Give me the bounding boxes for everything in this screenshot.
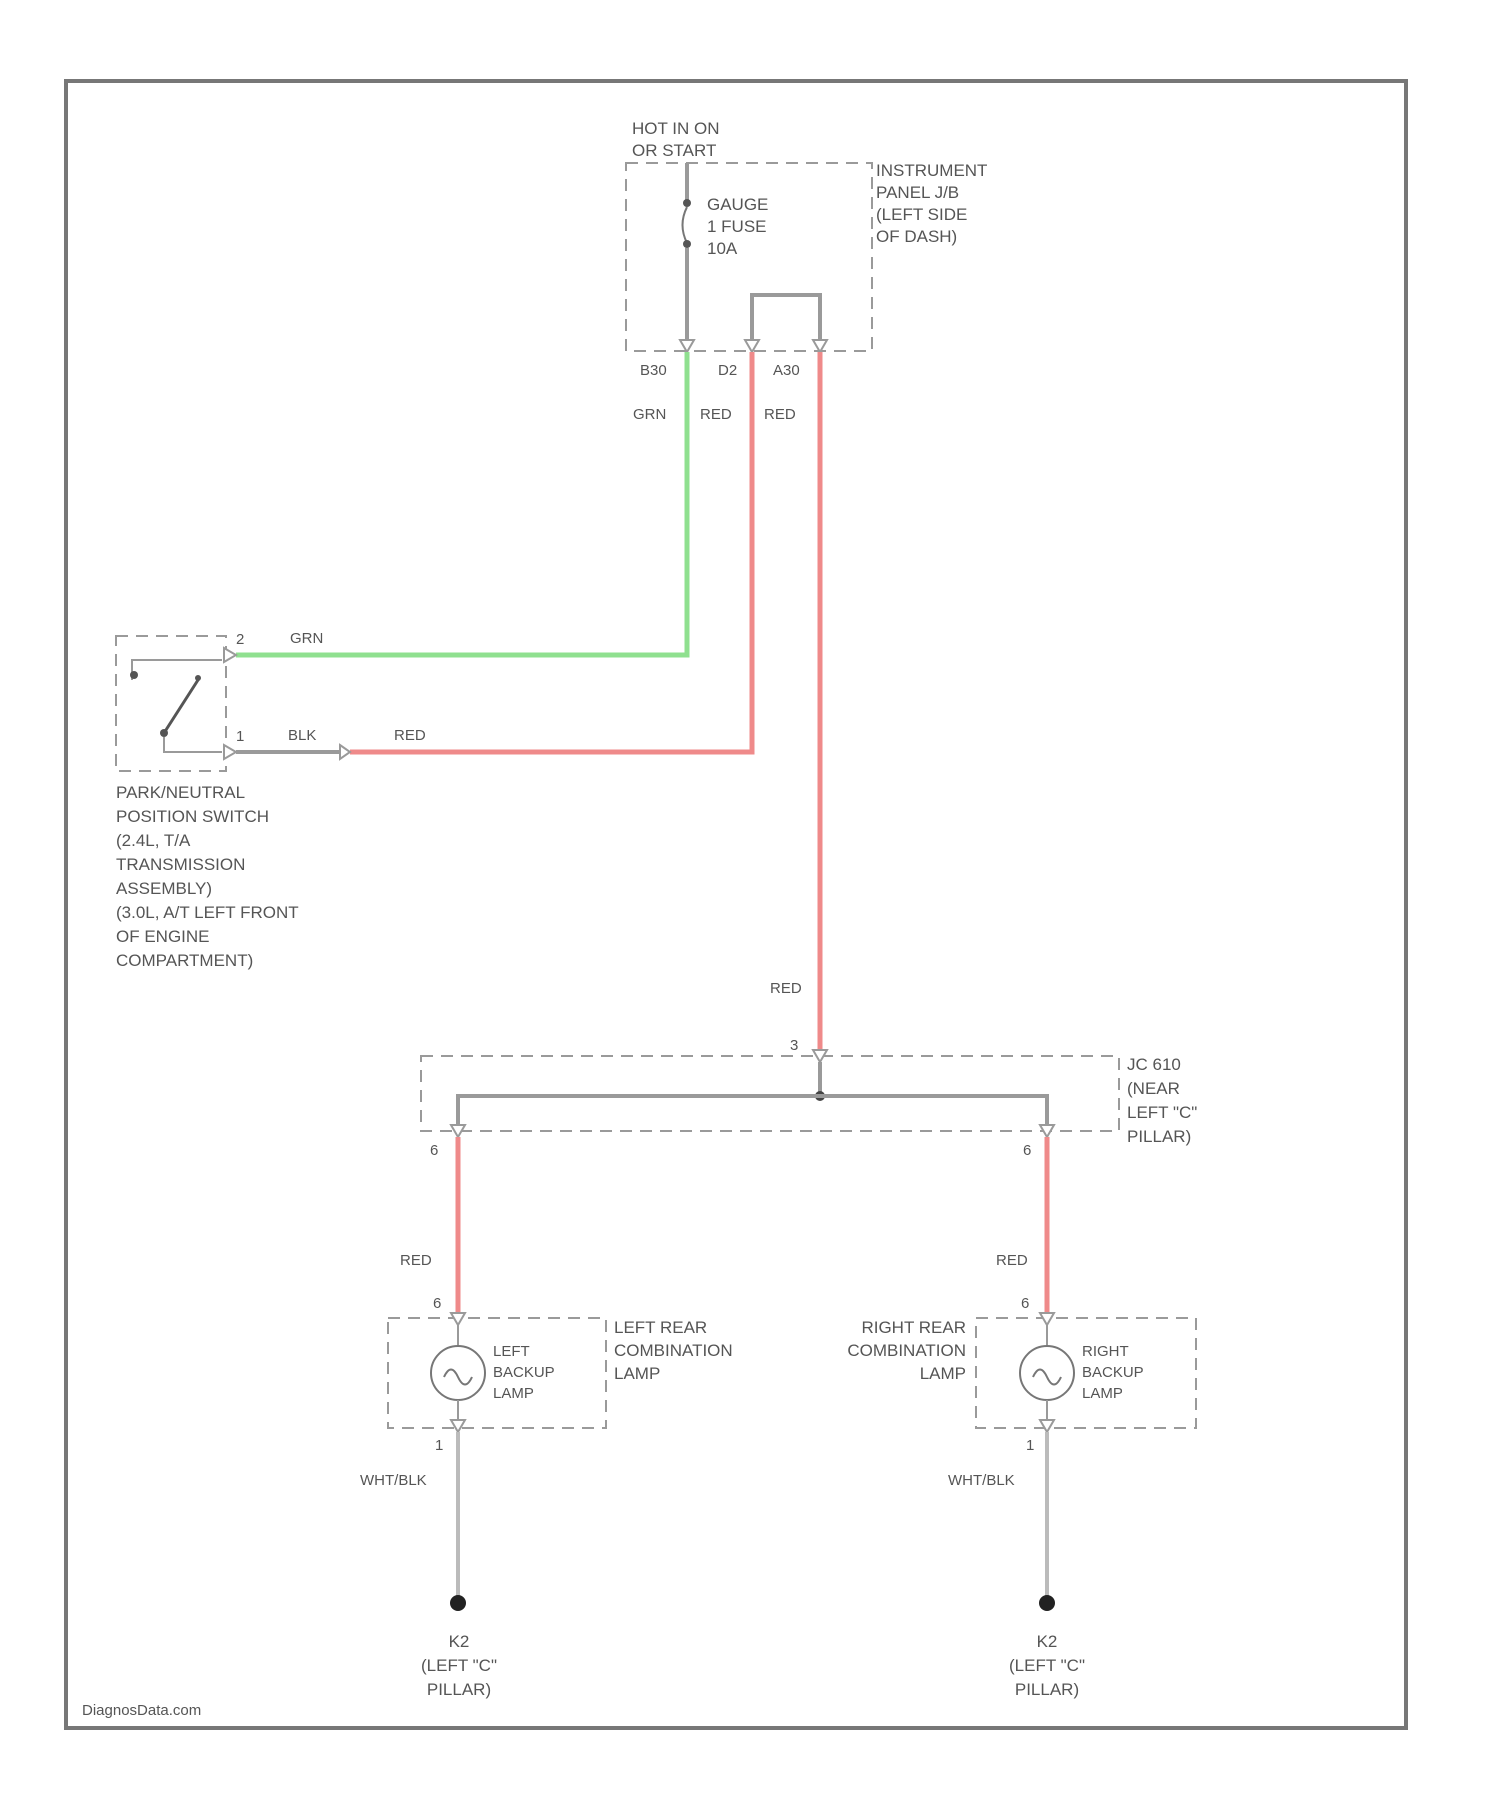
switch-label-line1: PARK/NEUTRAL <box>116 783 245 802</box>
junction-pin-right-label: 6 <box>1023 1142 1031 1159</box>
terminal-d2: D2 <box>718 362 737 379</box>
right-bulb-label-line3: LAMP <box>1082 1385 1123 1402</box>
left-assembly-label-line3: LAMP <box>614 1364 660 1383</box>
left-bulb-label-line2: BACKUP <box>493 1364 555 1381</box>
watermark: DiagnosData.com <box>82 1702 201 1719</box>
switch-pivot <box>160 729 168 737</box>
wire-label-red-down: RED <box>770 980 802 997</box>
switch-contact-fixed <box>130 671 138 679</box>
switch-label-line4: TRANSMISSION <box>116 855 245 874</box>
ground-right-icon <box>1039 1595 1055 1611</box>
ground-left-label-line1: K2 <box>449 1632 470 1651</box>
right-assembly-label-line2: COMBINATION <box>847 1341 966 1360</box>
left-assembly-label-line1: LEFT REAR <box>614 1318 707 1337</box>
switch-connector-pin1 <box>224 745 236 759</box>
junction-label-line4: PILLAR) <box>1127 1127 1191 1146</box>
junction-label-line3: LEFT "C" <box>1127 1103 1197 1122</box>
ground-right-label-line3: PILLAR) <box>1015 1680 1079 1699</box>
left-bulb-label-line1: LEFT <box>493 1343 530 1360</box>
ground-left-label-line3: PILLAR) <box>427 1680 491 1699</box>
switch-internal-top <box>132 660 222 680</box>
fuse-label-line3: 10A <box>707 239 738 258</box>
right-assembly-label-line1: RIGHT REAR <box>861 1318 966 1337</box>
left-lamp-pin-top: 6 <box>433 1295 441 1312</box>
instrument-panel-jb-box <box>626 163 872 351</box>
right-assembly-label-line3: LAMP <box>920 1364 966 1383</box>
switch-label-line3: (2.4L, T/A <box>116 831 191 850</box>
wire-label-grn-top: GRN <box>633 406 666 423</box>
right-bulb-label-line1: RIGHT <box>1082 1343 1129 1360</box>
switch-label-line5: ASSEMBLY) <box>116 879 212 898</box>
wire-label-grn-switch: GRN <box>290 630 323 647</box>
wire-label-red-switch: RED <box>394 727 426 744</box>
fuse-icon <box>683 207 688 243</box>
wire-label-wht-left: WHT/BLK <box>360 1472 427 1489</box>
right-lamp-pin-bottom: 1 <box>1026 1437 1034 1454</box>
inline-connector <box>340 745 350 759</box>
hot-condition-line1: HOT IN ON <box>632 119 720 138</box>
left-lamp-connector-bottom <box>451 1420 465 1432</box>
jb-location-line3: (LEFT SIDE <box>876 205 967 224</box>
wire-label-wht-right: WHT/BLK <box>948 1472 1015 1489</box>
switch-label-line8: COMPARTMENT) <box>116 951 253 970</box>
junction-pin-left-label: 6 <box>430 1142 438 1159</box>
ground-left-label-line2: (LEFT "C" <box>421 1656 497 1675</box>
switch-connector-pin2 <box>224 648 236 662</box>
left-bulb-label-line3: LAMP <box>493 1385 534 1402</box>
terminal-b30: B30 <box>640 362 667 379</box>
left-assembly-label-line2: COMBINATION <box>614 1341 733 1360</box>
wire-label-blk-switch: BLK <box>288 727 316 744</box>
wire-label-red-right: RED <box>764 406 796 423</box>
jb-location-line1: INSTRUMENT <box>876 161 987 180</box>
junction-label-line2: (NEAR <box>1127 1079 1180 1098</box>
ground-left-icon <box>450 1595 466 1611</box>
left-lamp-pin-bottom: 1 <box>435 1437 443 1454</box>
junction-connector-box <box>421 1056 1119 1131</box>
switch-contact-moving <box>195 675 201 681</box>
right-bulb-label-line2: BACKUP <box>1082 1364 1144 1381</box>
right-backup-bulb-icon <box>1020 1346 1074 1400</box>
fuse-label-line1: GAUGE <box>707 195 768 214</box>
wire-label-red-left-lamp: RED <box>400 1252 432 1269</box>
jb-internal-jumper <box>752 295 820 340</box>
switch-pin1-label: 1 <box>236 728 244 745</box>
switch-label-line6: (3.0L, A/T LEFT FRONT <box>116 903 299 922</box>
jb-location-line2: PANEL J/B <box>876 183 959 202</box>
wire-grn-b30-to-switch <box>236 352 687 655</box>
fuse-contact-bottom <box>683 240 691 248</box>
terminal-a30: A30 <box>773 362 800 379</box>
wire-label-red-mid: RED <box>700 406 732 423</box>
switch-label-line2: POSITION SWITCH <box>116 807 269 826</box>
fuse-label-line2: 1 FUSE <box>707 217 767 236</box>
wire-red-d2-to-switch <box>350 352 752 752</box>
right-lamp-connector-bottom <box>1040 1420 1054 1432</box>
ground-right-label-line2: (LEFT "C" <box>1009 1656 1085 1675</box>
fuse-contact-top <box>683 199 691 207</box>
junction-pin3-label: 3 <box>790 1037 798 1054</box>
switch-blade-icon <box>164 680 198 733</box>
switch-internal-bottom <box>164 737 222 752</box>
junction-bus-bar <box>458 1096 1047 1125</box>
hot-condition-line2: OR START <box>632 141 716 160</box>
switch-pin2-label: 2 <box>236 631 244 648</box>
jb-location-line4: OF DASH) <box>876 227 957 246</box>
right-lamp-pin-top: 6 <box>1021 1295 1029 1312</box>
switch-label-line7: OF ENGINE <box>116 927 210 946</box>
park-neutral-switch-box <box>116 636 226 771</box>
left-backup-bulb-icon <box>431 1346 485 1400</box>
wire-label-red-right-lamp: RED <box>996 1252 1028 1269</box>
junction-label-line1: JC 610 <box>1127 1055 1181 1074</box>
ground-right-label-line1: K2 <box>1037 1632 1058 1651</box>
